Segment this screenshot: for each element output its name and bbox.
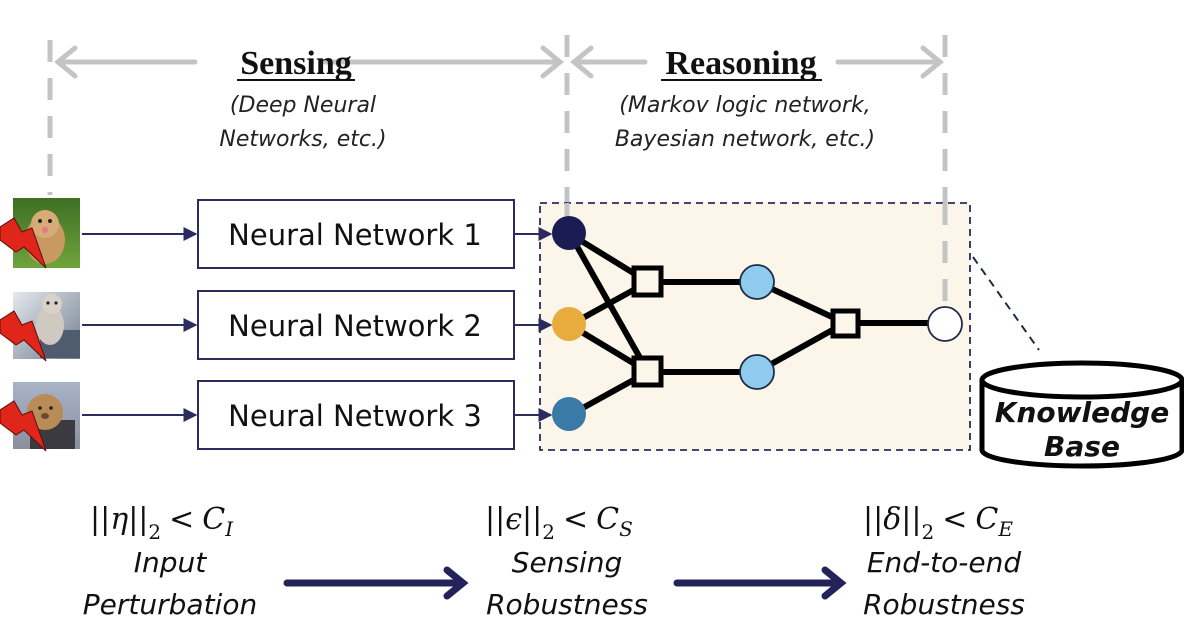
reasoning-title: Reasoning (665, 45, 816, 82)
knowledge-base-cylinder: Knowledge Base (979, 360, 1184, 469)
lightning-icon (0, 310, 47, 362)
lightning-icon (0, 400, 47, 452)
stage-sensing-line1: Sensing (512, 546, 623, 579)
stage-input-line2: Perturbation (83, 588, 257, 621)
neural-network-1: Neural Network 1 (197, 199, 515, 269)
factor-node-3 (830, 308, 861, 339)
neural-network-3: Neural Network 3 (197, 380, 515, 450)
stage-end-to-end-robustness: ||δ||2<CE End-to-end Robustness (863, 502, 1025, 621)
reasoning-subtitle-line1: (Markov logic network, (619, 93, 870, 118)
reasoning-panel (539, 202, 971, 451)
stage-input-perturbation: ||η||2<CI Input Perturbation (83, 502, 257, 621)
neural-network-2: Neural Network 2 (197, 290, 515, 360)
sensing-node-2 (552, 307, 586, 341)
reasoning-subtitle-line2: Bayesian network, etc.) (615, 127, 875, 152)
hidden-node-2 (739, 354, 775, 390)
knowledge-base-link (972, 256, 1040, 351)
stage-input-line1: Input (134, 546, 208, 579)
knowledge-base-label-line1: Knowledge (995, 396, 1169, 429)
sensing-title: Sensing (240, 45, 352, 82)
neural-network-3-label: Neural Network 3 (228, 399, 482, 433)
sensing-subtitle-line1: (Deep Neural (230, 93, 376, 118)
formula-input: ||η||2<CI (90, 502, 234, 544)
stage-sensing-robustness: ||ϵ||2<CS Sensing Robustness (485, 502, 648, 621)
neural-network-1-label: Neural Network 1 (228, 218, 482, 252)
input-image-kitten (13, 292, 80, 359)
factor-node-1 (631, 265, 664, 298)
factor-node-2 (631, 355, 664, 388)
progression-arrow-2 (673, 566, 847, 600)
formula-end-to-end: ||δ||2<CE (863, 502, 1013, 544)
progression-arrow-1 (283, 566, 469, 600)
stage-end-to-end-line1: End-to-end (867, 546, 1022, 579)
knowledge-base-label-line2: Base (1044, 430, 1120, 463)
stage-sensing-line2: Robustness (486, 588, 648, 621)
output-node (927, 306, 963, 342)
lightning-icon (0, 217, 47, 269)
formula-sensing: ||ϵ||2<CS (485, 502, 633, 544)
hidden-node-1 (739, 264, 775, 300)
sensing-subtitle-line2: Networks, etc.) (219, 127, 386, 152)
stage-end-to-end-line2: Robustness (863, 588, 1025, 621)
reasoning-span-arrow (570, 45, 944, 79)
neural-network-2-label: Neural Network 2 (228, 309, 482, 343)
sensing-node-1 (552, 216, 586, 250)
sensing-span-arrow (54, 45, 564, 79)
sensing-node-3 (552, 397, 586, 431)
